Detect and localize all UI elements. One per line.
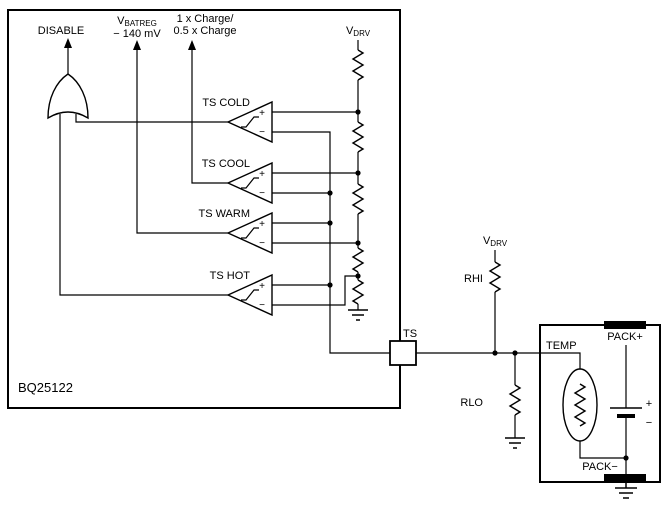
battery-plus-label: + (646, 398, 652, 410)
junction-dot (327, 220, 333, 226)
wire-charge-select (191, 50, 228, 184)
or-gate (47, 73, 89, 120)
resistor-rhi (488, 261, 502, 293)
ground-symbol-divider (348, 309, 368, 321)
minus-input-label: − (259, 127, 265, 138)
pack-minus-label: PACK− (582, 461, 618, 473)
ground-symbol-rlo (505, 437, 525, 449)
junction-dot (492, 350, 498, 356)
wire-tshot-to-or (59, 114, 228, 296)
comparator-label: TS HOT (210, 270, 251, 282)
wire-ts-bus (272, 131, 390, 354)
disable-arrowhead-icon (64, 38, 72, 48)
pack-plus-tab (604, 321, 646, 329)
divider-resistor-3 (351, 183, 365, 215)
vdrv-external-label: VDRV (483, 235, 508, 248)
ts-pin-label: TS (403, 328, 417, 340)
comparator-ts-hot: + − TS HOT (210, 270, 273, 317)
wire-vbatreg (136, 50, 228, 234)
hysteresis-icon (241, 116, 259, 128)
minus-input-label: − (259, 188, 265, 199)
ts-pin-box (389, 340, 417, 366)
divider-resistor-4 (351, 247, 365, 273)
vdrv-divider-label: VDRV (346, 25, 371, 38)
wire-pack-minus-net (579, 416, 627, 474)
thermistor-resistor (573, 383, 587, 427)
charge-arrowhead-icon (188, 40, 196, 50)
wire-tscold-to-or (75, 114, 228, 123)
battery-pack-outline (539, 324, 661, 483)
wire-divider-tap-hot (272, 275, 358, 306)
minus-input-label: − (259, 238, 265, 249)
disable-label: DISABLE (38, 25, 84, 37)
plus-input-label: + (259, 108, 265, 119)
junction-dot (623, 455, 629, 461)
junction-dot (355, 240, 361, 246)
rlo-label: RLO (460, 397, 483, 409)
comparator-ts-warm: + − TS WARM (198, 208, 273, 255)
vbatreg-label: VBATREG (117, 15, 157, 28)
plus-input-label: + (259, 169, 265, 180)
pack-plus-label: PACK+ (607, 331, 643, 343)
hysteresis-icon (241, 177, 259, 189)
comparator-ts-cold: + − TS COLD (202, 97, 273, 144)
chip-name-label: BQ25122 (18, 380, 73, 395)
battery-pack: TEMP PACK+ PACK− + − (539, 321, 661, 483)
junction-dot (355, 109, 361, 115)
vbatreg-label-line2: − 140 mV (113, 28, 161, 40)
junction-dot (512, 350, 518, 356)
vbatreg-arrowhead-icon (133, 40, 141, 50)
comparator-label: TS COOL (202, 158, 250, 170)
junction-dot (327, 190, 333, 196)
battery-minus-label: − (646, 417, 652, 429)
divider-resistor-5 (351, 279, 365, 305)
pack-minus-tab (604, 474, 646, 482)
plus-input-label: + (259, 281, 265, 292)
divider-resistor-2 (351, 121, 365, 153)
wire-divider-taps (272, 111, 358, 244)
charge-label-line2: 0.5 x Charge (174, 25, 237, 37)
minus-input-label: − (259, 300, 265, 311)
hysteresis-icon (241, 289, 259, 301)
junction-dot (355, 170, 361, 176)
temp-label: TEMP (546, 340, 577, 352)
hysteresis-icon (241, 227, 259, 239)
chip-outline-box (7, 9, 401, 409)
rhi-label: RHI (464, 273, 483, 285)
junction-dot (327, 282, 333, 288)
resistor-rlo (508, 384, 522, 416)
comparator-ts-cool: + − TS COOL (202, 158, 273, 205)
junction-dot (355, 273, 361, 279)
comparator-label: TS COLD (202, 97, 250, 109)
divider-resistor-1 (351, 49, 365, 81)
wire-ts-external (416, 352, 581, 369)
charge-label-line1: 1 x Charge/ (177, 13, 235, 25)
ground-symbol-pack (615, 482, 637, 499)
plus-input-label: + (259, 219, 265, 230)
comparator-label: TS WARM (198, 208, 250, 220)
